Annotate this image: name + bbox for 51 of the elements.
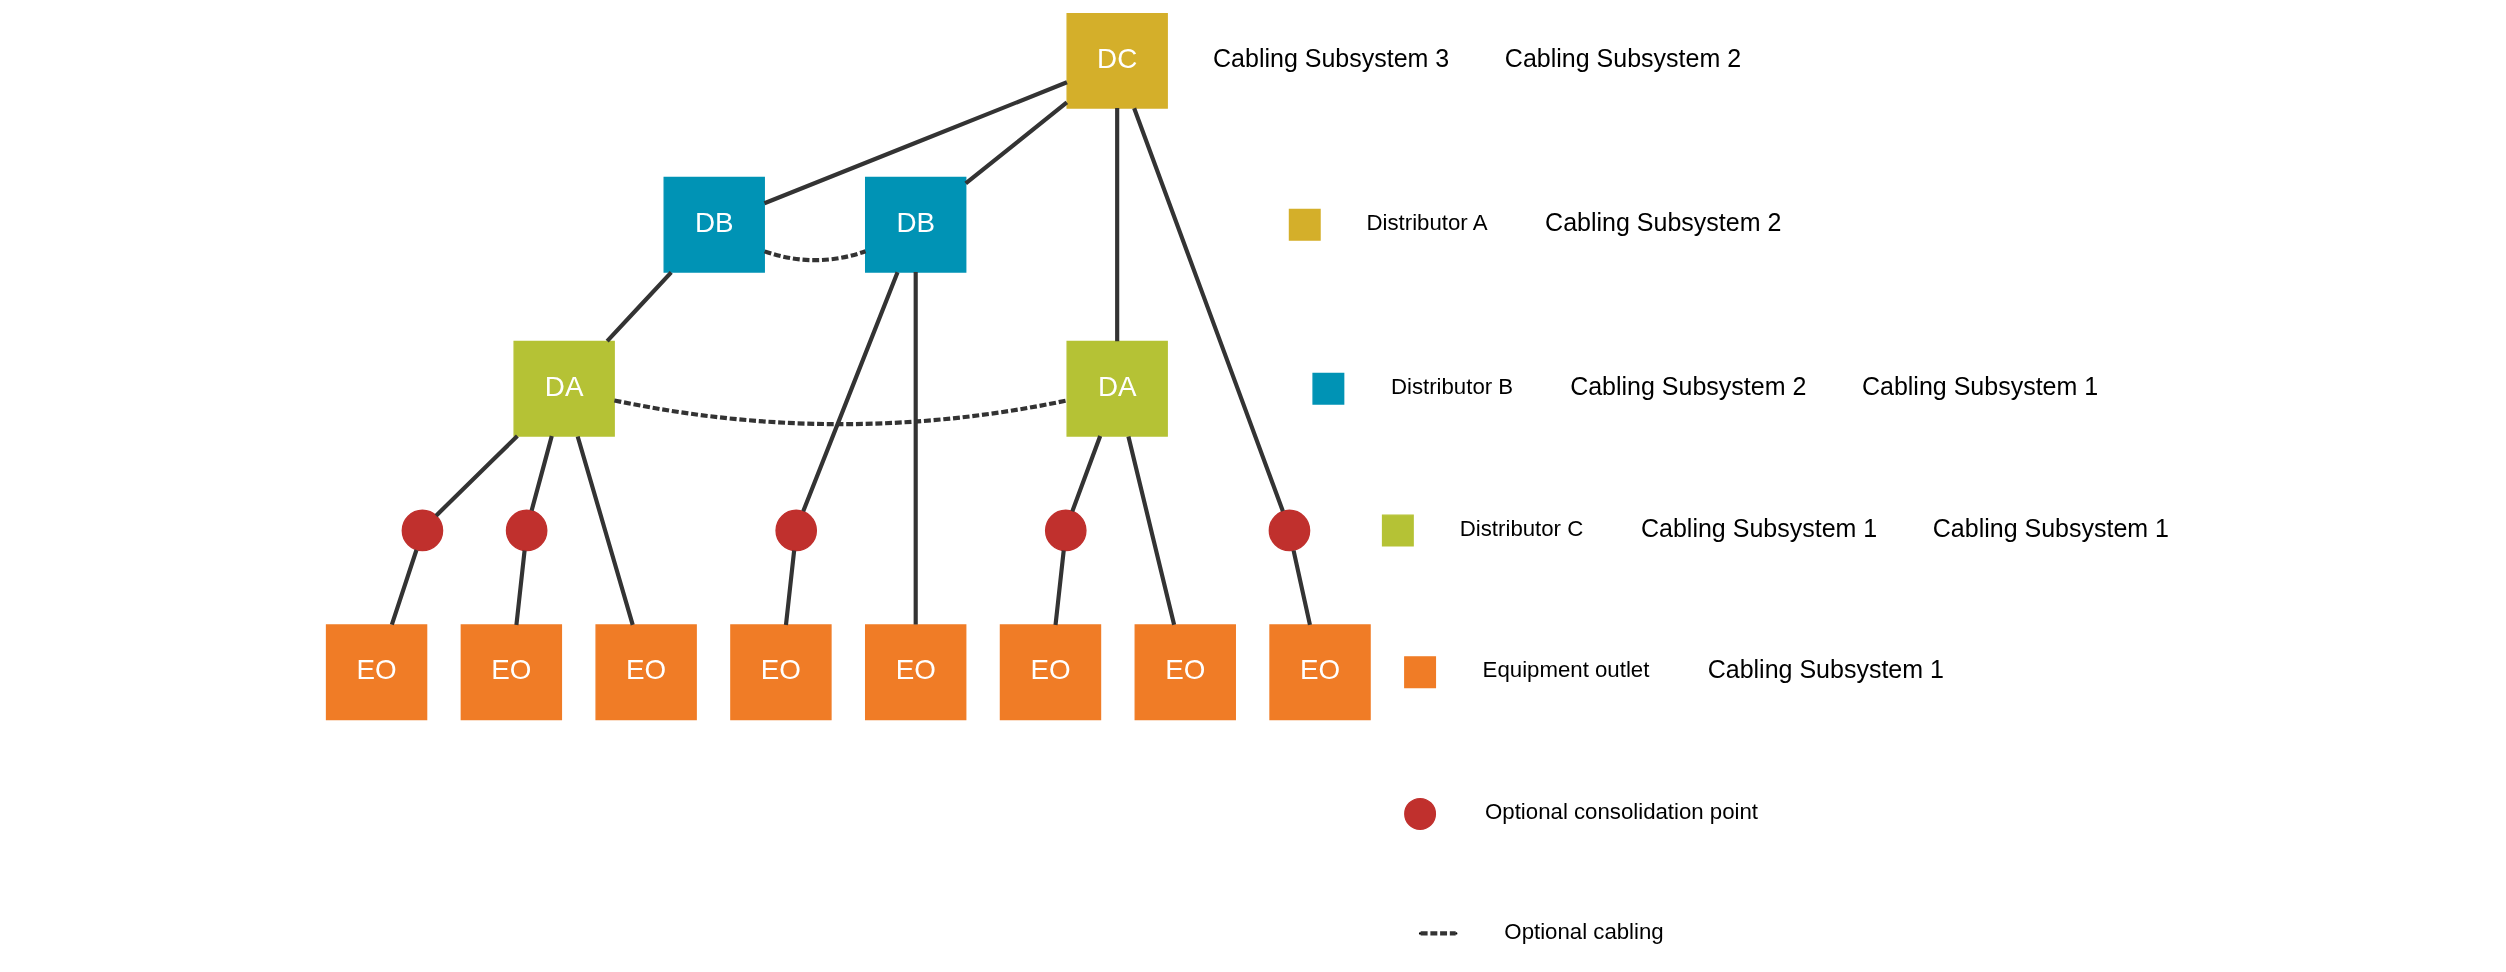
node-box: EO bbox=[999, 624, 1102, 721]
label: Cabling Subsystem 2 bbox=[1545, 207, 1782, 236]
label: Cabling Subsystem 1 bbox=[1861, 371, 2099, 400]
legend-label: Equipment outlet bbox=[1482, 657, 1650, 683]
connector bbox=[1053, 550, 1066, 626]
connector bbox=[964, 100, 1069, 185]
node-circle bbox=[1268, 509, 1311, 552]
connector bbox=[389, 549, 419, 626]
legend-label: Optional cabling bbox=[1504, 918, 1664, 944]
connector bbox=[614, 398, 1068, 427]
node-circle bbox=[505, 509, 548, 552]
node-box: DB bbox=[865, 176, 967, 273]
node-box: EO bbox=[730, 624, 832, 721]
node-circle bbox=[775, 509, 818, 552]
node-box: EO bbox=[595, 624, 697, 721]
connector bbox=[763, 249, 867, 263]
legend-label: Distributor B bbox=[1390, 374, 1514, 400]
node-circle bbox=[1044, 509, 1087, 552]
connector bbox=[1132, 107, 1285, 512]
node-box: EO bbox=[1134, 624, 1236, 721]
node-box: DC bbox=[1066, 12, 1168, 109]
node-box: EO bbox=[1269, 624, 1371, 721]
connector bbox=[913, 272, 918, 625]
label: Cabling Subsystem 2 bbox=[1570, 371, 1807, 400]
node-box: EO bbox=[325, 624, 428, 721]
node-circle bbox=[401, 509, 444, 552]
legend-label: Distributor C bbox=[1459, 515, 1584, 541]
legend-label: Optional consolidation point bbox=[1485, 799, 1759, 825]
connector bbox=[514, 550, 527, 626]
connector bbox=[1070, 435, 1103, 513]
label: Cabling Subsystem 1 bbox=[1707, 655, 1944, 684]
connector bbox=[605, 270, 673, 343]
node-box: DB bbox=[663, 176, 765, 273]
connector bbox=[434, 434, 519, 518]
label: Cabling Subsystem 2 bbox=[1504, 43, 1742, 72]
node-box: DA bbox=[513, 340, 615, 437]
connector bbox=[1115, 108, 1120, 342]
connector bbox=[763, 80, 1068, 206]
connector bbox=[783, 550, 797, 626]
label: Cabling Subsystem 1 bbox=[1641, 513, 1878, 542]
connector bbox=[529, 435, 554, 512]
legend-label: Distributor A bbox=[1366, 210, 1488, 236]
connector bbox=[801, 271, 900, 513]
connector bbox=[575, 435, 635, 626]
node-box: EO bbox=[460, 624, 563, 721]
label: Cabling Subsystem 1 bbox=[1932, 513, 2170, 542]
connector bbox=[1291, 550, 1312, 626]
node-box: DA bbox=[1066, 340, 1168, 437]
node-box: EO bbox=[865, 624, 967, 721]
label: Cabling Subsystem 3 bbox=[1213, 43, 1450, 72]
connector bbox=[1126, 436, 1177, 626]
